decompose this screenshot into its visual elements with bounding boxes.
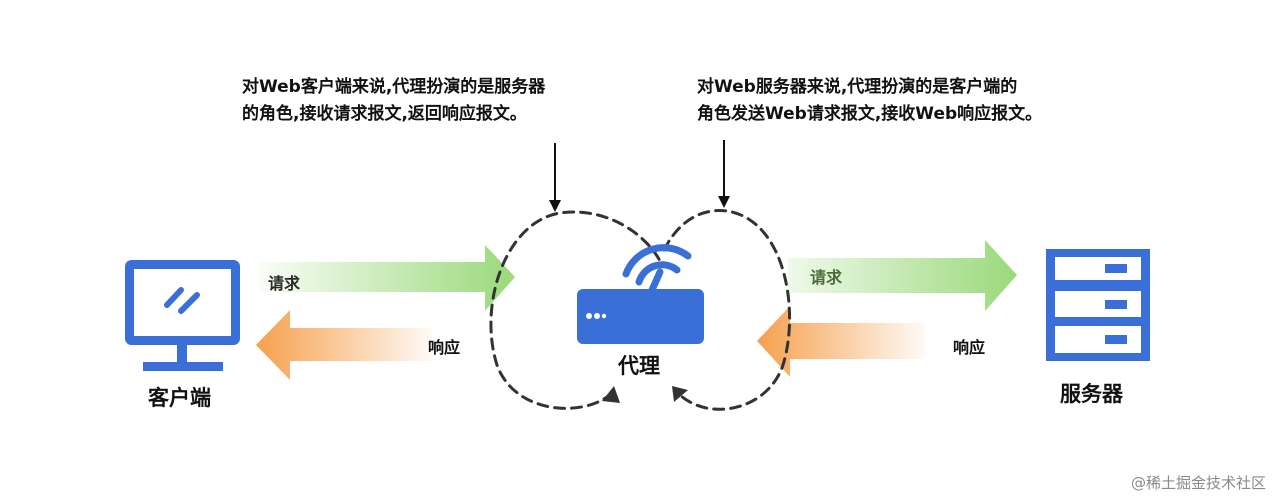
right-response-arrow	[757, 306, 925, 377]
server-rack-icon	[1046, 249, 1150, 361]
monitor-icon	[125, 260, 240, 371]
client-label: 客户端	[148, 386, 211, 410]
right-dashed-loop	[662, 209, 792, 411]
client-side-note-line-1: 对Web客户端来说,代理扮演的是服务器	[242, 77, 546, 97]
left-loop-arrowhead	[602, 386, 620, 403]
right-loop-arrowhead	[672, 386, 688, 402]
right-response-label: 响应	[953, 338, 986, 357]
server-label: 服务器	[1060, 382, 1123, 406]
client-side-note: 对Web客户端来说,代理扮演的是服务器 的角色,接收请求报文,返回响应报文。	[242, 74, 545, 128]
proxy-label: 代理	[618, 354, 660, 378]
router-icon	[577, 244, 704, 344]
server-side-note-line-2: 角色发送Web请求报文,接收Web响应报文。	[697, 104, 1043, 124]
server-side-note: 对Web服务器来说,代理扮演的是客户端的 角色发送Web请求报文,接收Web响应…	[697, 74, 1042, 128]
left-response-label: 响应	[428, 338, 461, 357]
pointer-arrow-right	[718, 140, 730, 208]
right-request-arrow	[788, 240, 1017, 311]
left-dashed-loop	[489, 210, 664, 410]
watermark: @稀土掘金技术社区	[1130, 474, 1266, 492]
left-request-label: 请求	[268, 274, 301, 293]
left-request-arrow	[258, 245, 515, 311]
client-side-note-line-2: 的角色,接收请求报文,返回响应报文。	[242, 104, 527, 124]
pointer-arrow-left	[549, 143, 561, 212]
server-side-note-line-1: 对Web服务器来说,代理扮演的是客户端的	[697, 77, 1018, 97]
left-response-arrow	[256, 310, 432, 380]
right-request-label: 请求	[810, 268, 843, 287]
